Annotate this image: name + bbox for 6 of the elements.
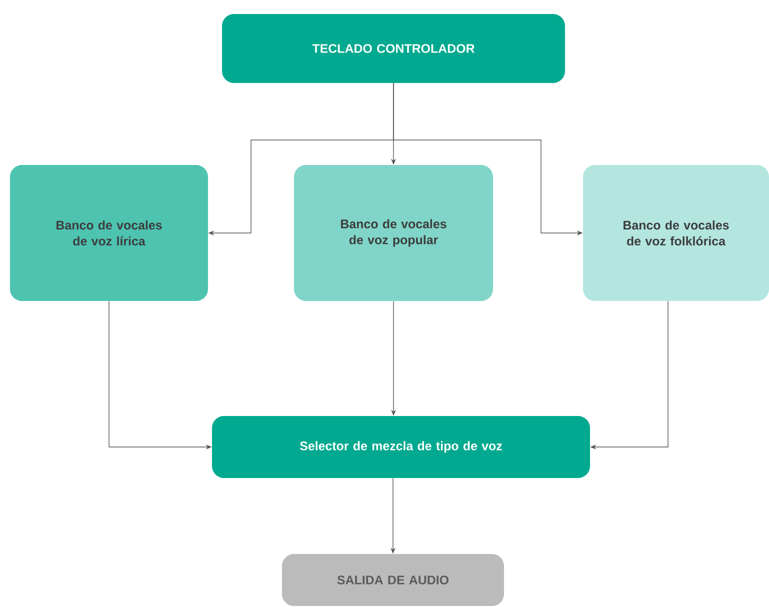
input-box: TECLADO CONTROLADOR xyxy=(222,14,565,83)
process-box: Banco de vocales de voz lírica xyxy=(10,165,208,301)
process-box: Selector de mezcla de tipo de voz xyxy=(212,416,590,478)
process-box: Banco de vocales de voz popular xyxy=(294,165,493,301)
process-box: Banco de vocales de voz folklórica xyxy=(583,165,769,301)
output-box: SALIDA DE AUDIO xyxy=(282,554,504,606)
